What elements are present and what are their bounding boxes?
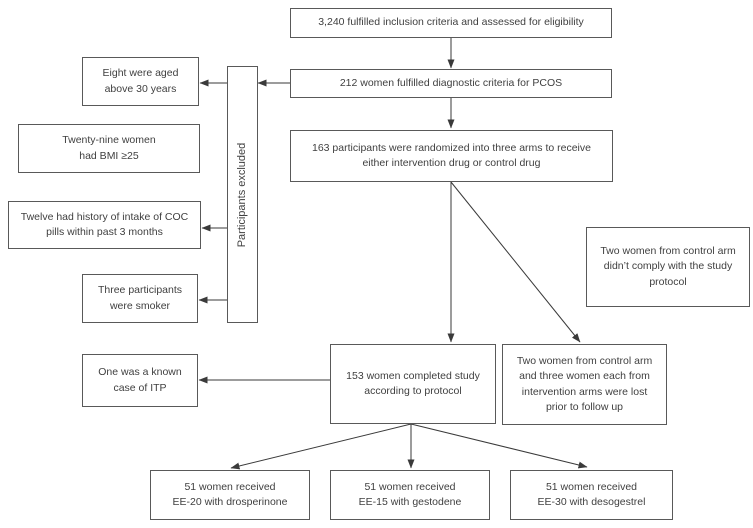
flow-box-excluded-bmi: Twenty-nine women had BMI ≥25 <box>18 124 200 173</box>
flow-box-excluded-itp: One was a known case of ITP <box>82 354 198 407</box>
arrow-completed-to-arm-ee30 <box>410 423 588 469</box>
flow-box-pcos: 212 women fulfilled diagnostic criteria … <box>290 69 612 98</box>
flow-box-arm-ee30: 51 women received EE-30 with desogestrel <box>510 470 673 520</box>
flow-box-completed: 153 women completed study according to p… <box>330 344 496 424</box>
flow-box-lost-followup: Two women from control arm and three wom… <box>502 344 667 425</box>
flow-box-noncompliant: Two women from control arm didn’t comply… <box>586 227 750 307</box>
flow-box-randomized: 163 participants were randomized into th… <box>290 130 613 182</box>
flow-box-arm-ee15: 51 women received EE-15 with gestodene <box>330 470 490 520</box>
participants-excluded-label: Participants excluded <box>235 142 248 247</box>
arrow-randomized-to-lost <box>450 181 581 343</box>
flow-box-participants-excluded: Participants excluded <box>227 66 258 323</box>
flow-box-excluded-coc: Twelve had history of intake of COC pill… <box>8 201 201 249</box>
flow-box-eligibility: 3,240 fulfilled inclusion criteria and a… <box>290 8 612 38</box>
flow-box-excluded-smoker: Three participants were smoker <box>82 274 198 323</box>
flow-box-arm-ee20: 51 women received EE-20 with drosperinon… <box>150 470 310 520</box>
flow-box-excluded-age: Eight were aged above 30 years <box>82 57 199 106</box>
arrow-completed-to-arm-ee20 <box>230 423 412 470</box>
